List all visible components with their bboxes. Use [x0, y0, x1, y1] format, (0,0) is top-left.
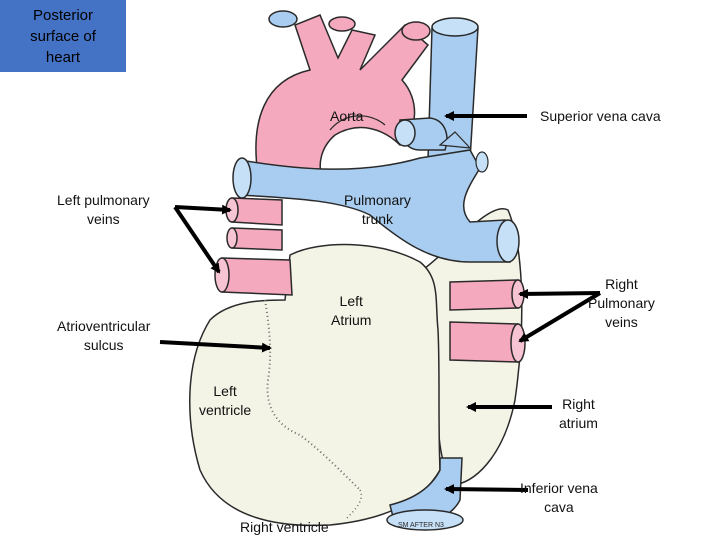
label-right-ventricle: Right ventricle: [240, 519, 329, 535]
artist-signature: SM AFTER N3: [398, 522, 444, 529]
label-aorta: Aorta: [330, 108, 364, 124]
interventricular-line: [344, 489, 362, 521]
title-line-3: heart: [45, 49, 81, 66]
label-pulmonary-trunk: Pulmonary trunk: [344, 192, 411, 227]
slide-title: Posterior surface of heart: [0, 0, 126, 72]
arrow-right-pulmonary-lower: [518, 291, 602, 343]
label-superior-vena-cava: Superior vena cava: [540, 108, 661, 124]
ventricle-body-shape: [189, 243, 441, 527]
arrow-left-pulmonary-upper: [174, 204, 232, 215]
label-right-pulmonary-veins: Right Pulmonary veins: [588, 276, 655, 330]
label-right-atrium: Right atrium: [559, 396, 598, 431]
aortic-arch-shape: [255, 14, 430, 179]
left-pulmonary-veins-shape: [214, 197, 293, 296]
title-line-1: Posterior: [32, 7, 94, 24]
arrow-inferior-vena-cava: [444, 484, 529, 495]
arrow-left-pulmonary-lower: [173, 205, 221, 274]
label-left-ventricle: Left ventricle: [199, 383, 252, 418]
label-inferior-vena-cava: Inferior vena cava: [520, 480, 598, 515]
arrow-right-pulmonary-upper: [518, 288, 601, 299]
label-left-pulmonary-veins: Left pulmonary veins: [57, 192, 150, 227]
label-left-atrium: Left Atrium: [331, 293, 372, 328]
title-line-2: surface of: [30, 28, 96, 45]
arrow-av-sulcus: [159, 340, 272, 353]
label-atrioventricular-sulcus: Atrioventricular sulcus: [57, 318, 151, 353]
